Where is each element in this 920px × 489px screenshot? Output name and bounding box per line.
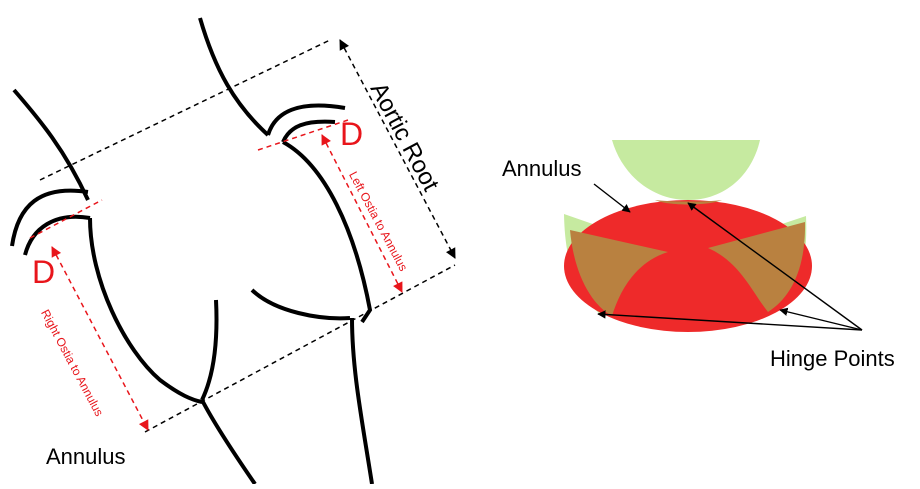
annulus-pointer bbox=[594, 184, 630, 212]
annulus-label-right: Annulus bbox=[502, 156, 582, 181]
annulus-reference-line bbox=[145, 265, 455, 432]
inner-leaflet-center bbox=[202, 300, 216, 400]
lower-stem-left bbox=[202, 400, 255, 484]
hinge-points-label: Hinge Points bbox=[770, 346, 895, 371]
annulus-schematic bbox=[564, 140, 812, 332]
annulus-label-left: Annulus bbox=[46, 444, 126, 469]
inner-leaflet-right bbox=[252, 290, 350, 318]
left-wall-upper bbox=[14, 90, 88, 200]
aortic-root-label: Aortic Root bbox=[365, 78, 445, 196]
right-d-symbol: D bbox=[32, 254, 55, 290]
right-d-subscript: Right Ostia to Annulus bbox=[38, 307, 106, 418]
aortic-root-schematic bbox=[12, 18, 372, 484]
ascending-aorta-wall bbox=[200, 18, 268, 135]
left-sinus-wall bbox=[90, 218, 202, 402]
lower-stem-right bbox=[352, 318, 372, 484]
left-d-symbol: D bbox=[340, 116, 363, 152]
top-leaflet bbox=[612, 140, 760, 200]
right-ostia-d-label: D Right Ostia to Annulus bbox=[12, 244, 132, 418]
left-ostium-inner bbox=[283, 122, 335, 142]
right-ostium-inner bbox=[25, 217, 90, 255]
